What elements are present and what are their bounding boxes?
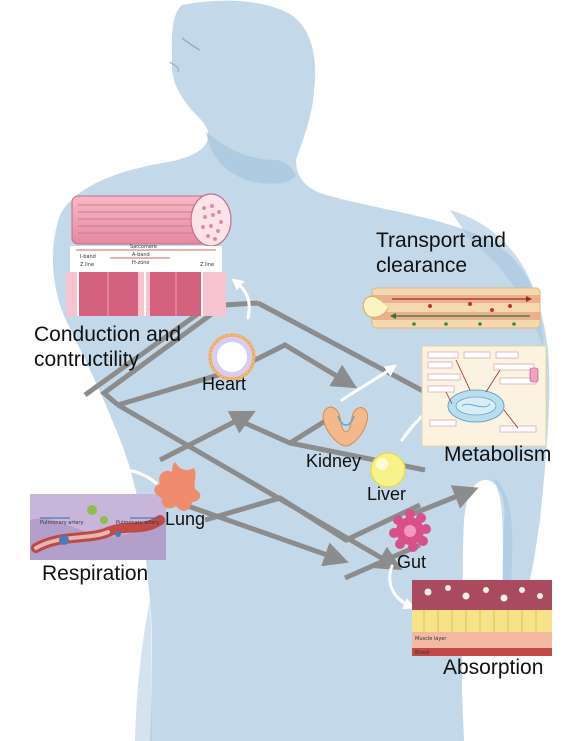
body-silhouette (52, 0, 550, 741)
liver-organ (370, 452, 406, 488)
metabolism-label: Metabolism (444, 443, 552, 466)
kidney-label: Kidney (306, 451, 362, 471)
heart-organ (208, 333, 256, 381)
respiration-panel: Pulmonary artery Pulmonary artery (30, 494, 166, 560)
pathway-network (83, 295, 479, 581)
blood-label: Blood (415, 650, 429, 656)
pathway-line (184, 502, 349, 567)
pulmonary-artery-right-label: Pulmonary artery (116, 520, 159, 526)
absorption-label: Absorption (443, 656, 544, 679)
pathway-line (117, 342, 358, 408)
sarcomere-panel: Sarcomere A-band H-zone I-band Z line Z … (66, 193, 232, 316)
gut-organ (389, 509, 431, 552)
lung-label: Lung (165, 509, 206, 529)
gut-label: Gut (397, 552, 427, 572)
pathway-line (204, 495, 422, 543)
conduction-contractility-label: Conduction and contructility (34, 323, 182, 372)
vessel-panel (362, 287, 541, 329)
a-band-label: A-band (132, 252, 150, 258)
metabolism-panel (421, 345, 547, 447)
z-line-label-right: Z line (200, 262, 214, 268)
pulmonary-artery-left-label: Pulmonary artery (40, 520, 83, 526)
arrow-lung-respiration (98, 465, 158, 485)
heart-label: Heart (202, 374, 247, 394)
sarcomere-label: Sarcomere (130, 244, 157, 250)
arrow-kidney-transport (340, 364, 397, 402)
pathway-line (409, 485, 479, 518)
arrow-heart-conduction (231, 278, 251, 320)
pathway-line (256, 300, 458, 410)
z-line-label-left: Z line (80, 262, 94, 268)
h-zone-label: H-zone (132, 260, 150, 266)
pathway-line (158, 410, 256, 463)
muscle-layer-label: Muscle layer (415, 636, 447, 642)
liver-label: Liver (367, 484, 407, 504)
i-band-label: I-band (80, 254, 96, 260)
lung-organ (154, 462, 201, 511)
transport-clearance-label: Transport and clearance (376, 229, 506, 278)
pathway-line (99, 300, 259, 407)
kidney-organ (322, 406, 368, 447)
pathway-line (343, 542, 422, 581)
absorption-panel: Muscle layer Blood (412, 580, 552, 656)
arrow-gut-absorption (388, 564, 416, 610)
respiration-label: Respiration (42, 562, 149, 585)
